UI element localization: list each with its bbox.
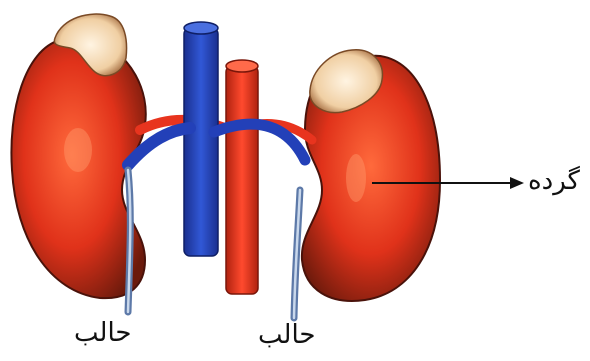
right-ureter-label: حالب (258, 322, 315, 348)
vena-cava (184, 28, 218, 256)
left-ureter-label: حالب (74, 320, 131, 346)
kidney-label: گرده (528, 168, 580, 194)
right-kidney-highlight (346, 154, 366, 202)
left-kidney-highlight (64, 128, 92, 172)
kidney-pointer-arrowhead (510, 177, 524, 189)
aorta (226, 66, 258, 294)
aorta-opening (226, 60, 258, 72)
vena-cava-opening (184, 22, 218, 34)
